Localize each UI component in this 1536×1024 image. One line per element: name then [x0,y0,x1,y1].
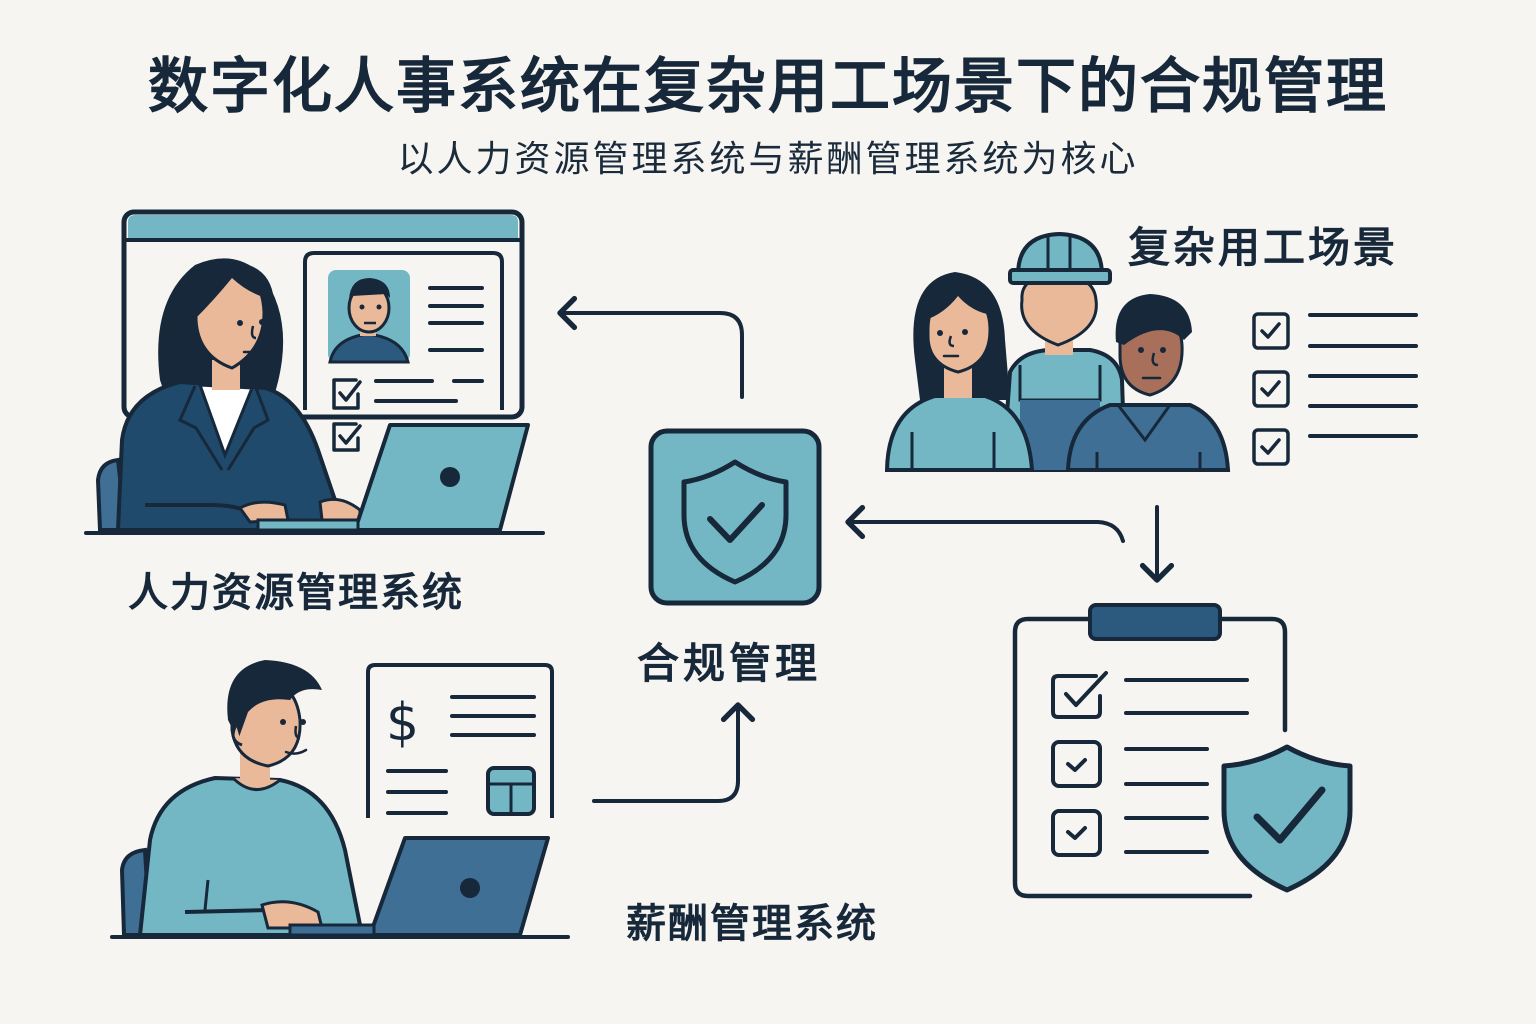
workers-group-illustration [884,231,1231,472]
dollar-sign-icon: $ [386,693,419,753]
profile-card-icon [303,251,504,452]
hr-woman-figure [95,258,362,532]
arrow-scenario-to-compliance [845,504,1125,543]
laptop-icon [256,423,530,532]
arrow-payroll-to-compliance [592,702,756,803]
hr-system-label: 人力资源管理系统 [128,570,464,616]
compliance-clipboard-illustration [1012,603,1353,899]
page-title: 数字化人事系统在复杂用工场景下的合规管理 [148,52,1388,122]
compliance-node [648,428,822,606]
payroll-system-illustration: $ [110,660,570,939]
salary-document-icon: $ [366,663,554,818]
page-subtitle: 以人力资源管理系统与薪酬管理系统为核心 [397,139,1139,180]
hr-system-illustration [84,209,545,535]
payroll-man-figure [119,660,365,937]
calculator-icon [486,766,536,816]
scenario-checklist-icon [1252,312,1418,466]
compliance-label: 合规管理 [637,639,821,688]
compliance-tile [648,428,822,606]
payroll-system-label: 薪酬管理系统 [626,901,878,947]
shield-check-icon [681,459,789,585]
complex-employment-label: 复杂用工场景 [1128,223,1398,272]
arrow-compliance-to-hr [557,295,744,399]
woman-worker-figure [884,272,1035,472]
male-worker-figure [1065,294,1231,472]
shield-check-icon [1221,744,1353,893]
clipboard-clip [1088,603,1222,641]
